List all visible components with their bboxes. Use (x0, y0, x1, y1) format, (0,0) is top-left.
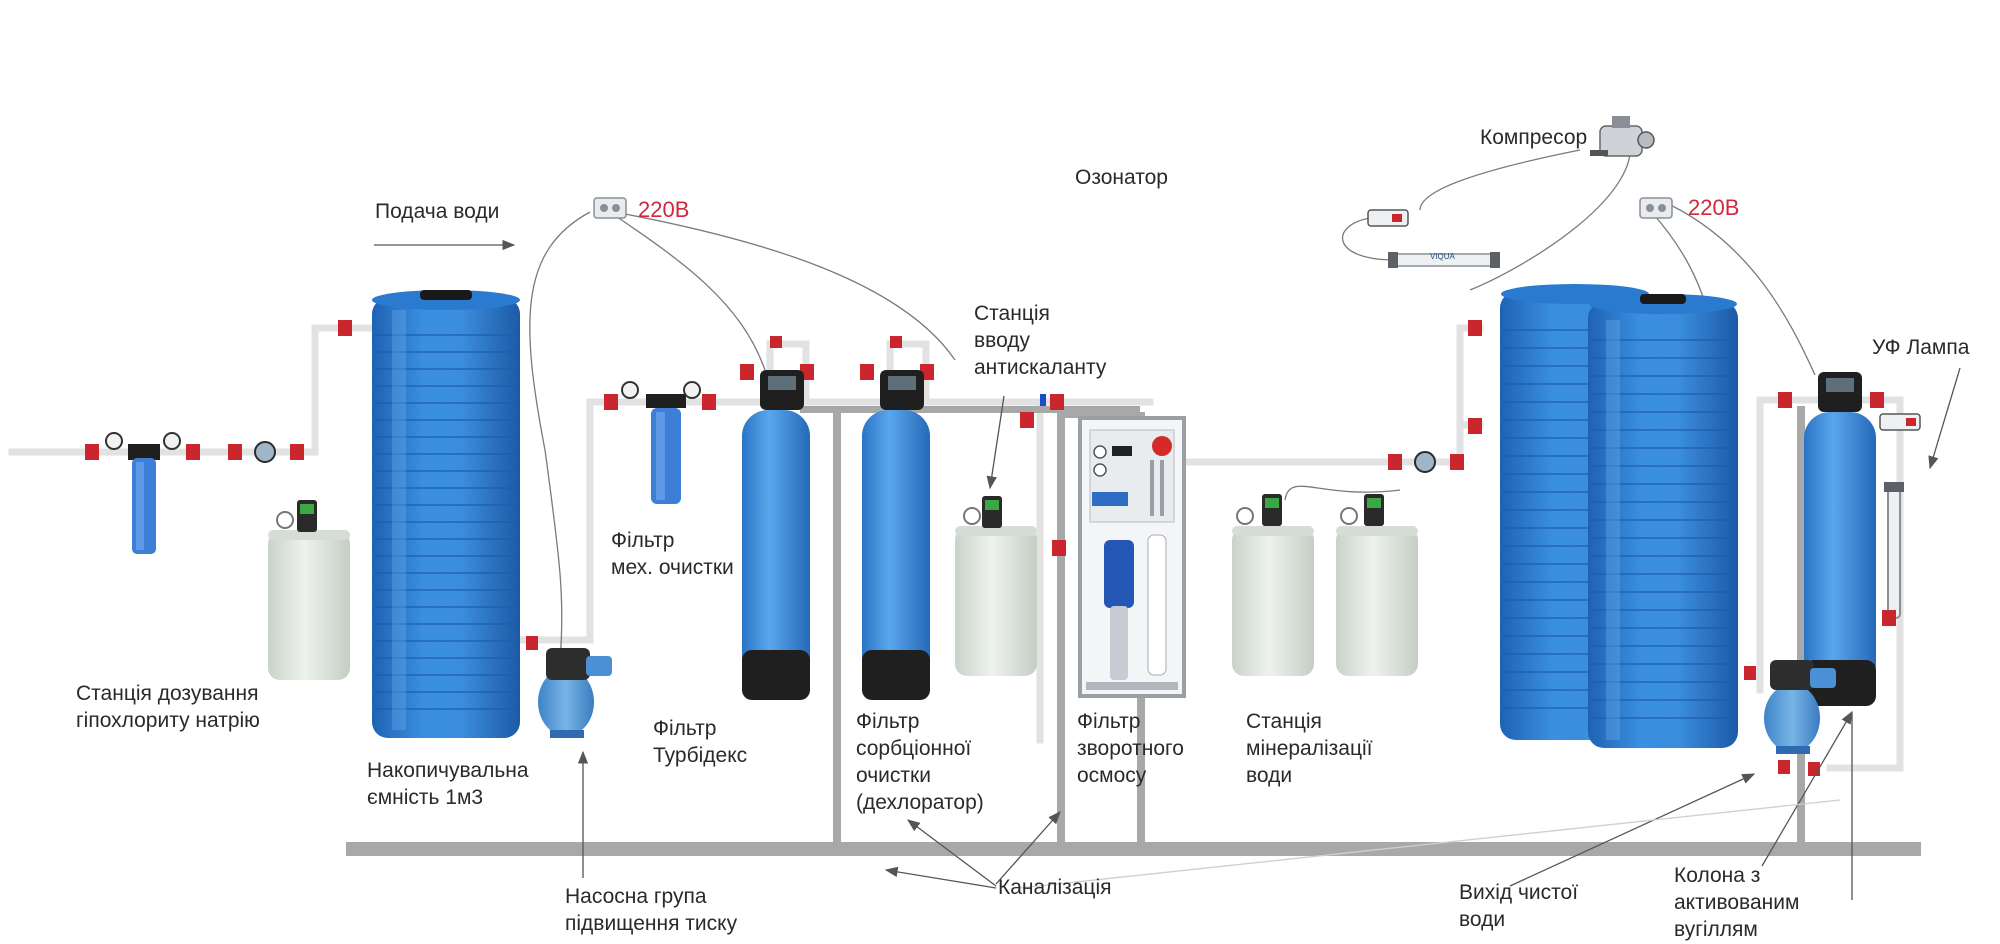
power-socket-left (593, 197, 627, 219)
annotation-arrows (374, 239, 1961, 900)
sewer-faint-line (1019, 799, 1841, 889)
pump-group-label: Насосна група підвищення тиску (565, 883, 737, 937)
power-socket-right (1639, 197, 1673, 219)
main-line-valves (85, 320, 352, 463)
antiscalant-station-label: Станція вводу антискаланту (974, 300, 1106, 381)
clean-water-pointer (1509, 773, 1756, 887)
carbon-column-line-3: вугіллям (1674, 918, 1758, 941)
compressor-text: Компресор (1480, 126, 1588, 149)
voltage-left-text: 220В (638, 197, 690, 222)
sorption-column (860, 336, 934, 700)
mineralization-unit-1 (1232, 494, 1314, 676)
ozonator-label: Озонатор (1075, 164, 1168, 191)
storage-tank-line-1: Накопичувальна (367, 759, 529, 782)
antiscalant-dosing-unit (955, 394, 1046, 676)
clean-water-line-1: Вихід чистої (1459, 881, 1579, 904)
carbon-column (1778, 372, 1884, 706)
uv-lamp-label: УФ Лампа (1872, 334, 1969, 361)
sorption-line-2: сорбціонної (856, 737, 972, 760)
prefilter-housing (128, 444, 160, 554)
sorption-filter-label: Фільтр сорбціонної очистки (дехлоратор) (856, 708, 984, 816)
uv-lamp-right (1879, 413, 1921, 626)
sorption-line-3: очистки (856, 764, 931, 787)
uv-lamp-text: УФ Лампа (1872, 336, 1970, 359)
clean-water-tank-front (1588, 294, 1738, 748)
hypochlorite-line-1: Станція дозування (76, 682, 259, 705)
mechanical-filter (604, 381, 716, 504)
water-supply-label: Подача води (375, 198, 499, 225)
antiscalant-line-2: вводу (974, 329, 1031, 352)
pump-group-line-1: Насосна група (565, 885, 707, 908)
mineralization-line-valves (1388, 320, 1482, 473)
storage-tank-line-2: ємність 1м3 (367, 786, 484, 809)
antiscalant-line-1: Станція (974, 302, 1050, 325)
booster-pump-left (526, 636, 612, 738)
antiscalant-line-3: антискаланту (974, 356, 1107, 379)
clean-water-line-2: води (1459, 908, 1506, 931)
sorption-line-1: Фільтр (856, 710, 920, 733)
booster-pump-right (1744, 660, 1836, 776)
turbidex-filter-label: Фільтр Турбідекс (653, 715, 747, 769)
compressor-label: Компресор (1480, 124, 1587, 151)
sewer-pointer-1 (884, 866, 997, 889)
carbon-column-label: Колона з активованим вугіллям (1674, 862, 1799, 943)
sewer-label: Каналізація (998, 874, 1111, 901)
ro-inlet-valves (1020, 394, 1066, 556)
mineralization-line-2: мінералізації (1246, 737, 1373, 760)
storage-tank-label: Накопичувальна ємність 1м3 (367, 757, 529, 811)
uv-lamp-pointer (1928, 367, 1961, 470)
mech-filter-label: Фільтр мех. очистки (611, 527, 734, 581)
compressor-unit (1590, 116, 1655, 157)
uv-brand-ozonator: VIQUA (1430, 252, 1455, 261)
turbidex-line-1: Фільтр (653, 717, 717, 740)
ro-filter-line-1: Фільтр (1077, 710, 1141, 733)
turbidex-line-2: Турбідекс (653, 744, 748, 767)
carbon-column-line-2: активованим (1674, 891, 1800, 914)
turbidex-column (740, 336, 814, 700)
hypochlorite-line-2: гіпохлориту натрію (76, 709, 260, 732)
sewer-drain-line-top (800, 406, 1140, 413)
antiscalant-pointer (986, 395, 1005, 490)
ro-filter-line-3: осмосу (1077, 764, 1147, 787)
ro-filter-line-2: зворотного (1077, 737, 1184, 760)
mech-filter-line-2: мех. очистки (611, 556, 734, 579)
mineralization-line-1: Станція (1246, 710, 1322, 733)
mineralization-unit-2 (1336, 494, 1418, 676)
reverse-osmosis-unit (1078, 416, 1186, 698)
water-supply-text: Подача води (375, 200, 500, 223)
clean-water-out-label: Вихід чистої води (1459, 879, 1578, 933)
carbon-column-line-1: Колона з (1674, 864, 1761, 887)
ozonator-text: Озонатор (1075, 166, 1168, 189)
pump-group-line-2: підвищення тиску (565, 912, 738, 935)
carbon-column-pointer (1761, 710, 1853, 867)
mineralization-line-3: води (1246, 764, 1293, 787)
sorption-line-4: (дехлоратор) (856, 791, 984, 814)
hypochlorite-station-label: Станція дозування гіпохлориту натрію (76, 680, 260, 734)
ro-filter-label: Фільтр зворотного осмосу (1077, 708, 1184, 789)
storage-tank (372, 290, 520, 738)
hypochlorite-dosing-unit (268, 500, 350, 680)
mech-filter-line-1: Фільтр (611, 529, 675, 552)
mineralization-station-label: Станція мінералізації води (1246, 708, 1373, 789)
ozonator-assembly (1367, 209, 1500, 268)
sewer-pointer-3 (995, 811, 1061, 885)
voltage-right-text: 220В (1688, 195, 1740, 220)
voltage-label-right: 220В (1688, 194, 1739, 221)
voltage-label-left: 220В (638, 196, 689, 223)
sewer-text: Каналізація (998, 876, 1112, 899)
uv-brand-text: VIQUA (1430, 252, 1455, 261)
sewer-pointer-2 (906, 819, 997, 887)
